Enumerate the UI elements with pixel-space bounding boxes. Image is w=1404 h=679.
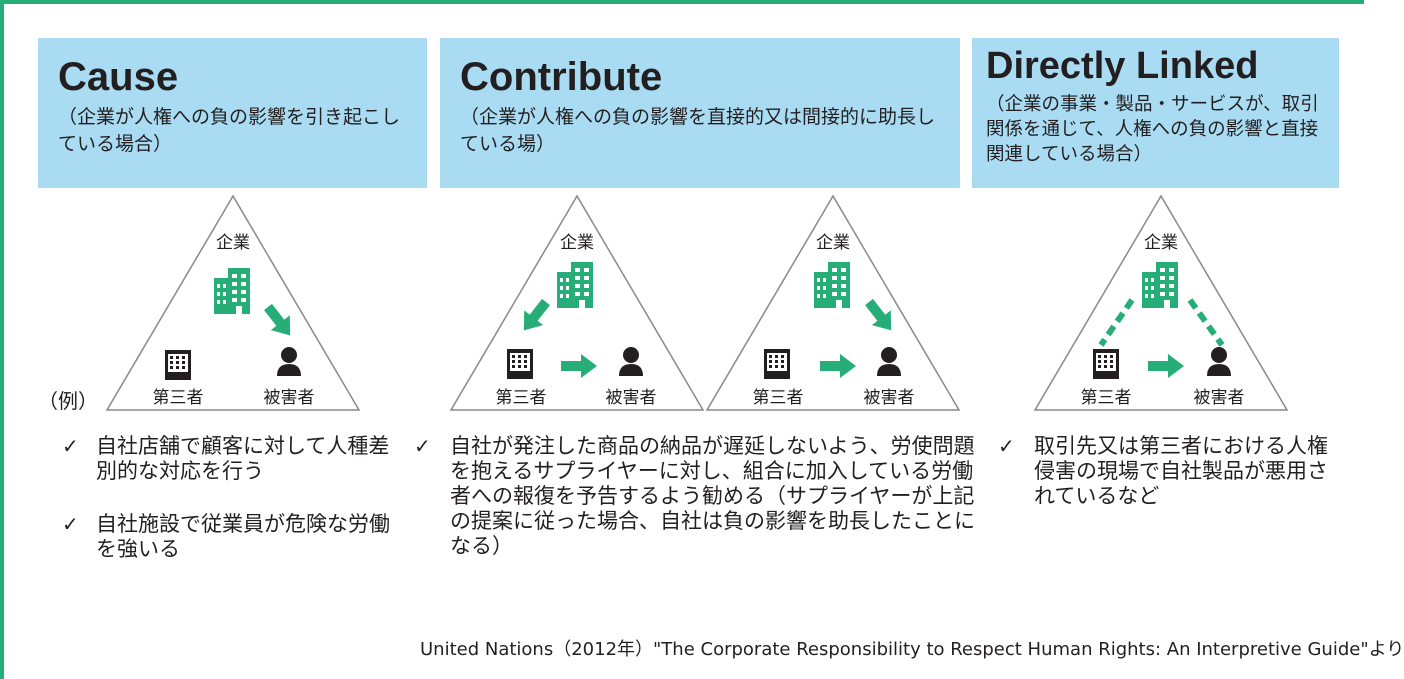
contribute1-company-label: 企業 [560, 233, 594, 253]
directly-linked-description: （企業の事業・製品・サービスが、取引関係を通じて、人権への負の影響と直接関連して… [986, 94, 1319, 165]
cause-example-1-text: 自社店舗で顧客に対して人種差別的な対応を行う [96, 434, 390, 483]
directly-linked-company-label: 企業 [1144, 233, 1178, 253]
directly-linked-third-party-label: 第三者 [1081, 388, 1132, 408]
contribute1-victim-label: 被害者 [606, 388, 657, 408]
cause-third-party-factory-icon [165, 350, 191, 380]
cause-third-party-label: 第三者 [153, 388, 204, 408]
check-icon: ✓ [998, 434, 1015, 458]
directly-linked-header: Directly Linked （企業の事業・製品・サービスが、取引関係を通じて… [972, 38, 1339, 188]
cause-description: （企業が人権への負の影響を引き起こしている場合） [58, 106, 401, 155]
contribute-title: Contribute [460, 55, 663, 99]
directly-linked-title: Directly Linked [986, 45, 1259, 87]
contribute-example-1-text: 自社が発注した商品の納品が遅延しないよう、労使問題を抱えるサプライヤーに対し、組… [450, 434, 975, 558]
check-icon: ✓ [414, 434, 431, 458]
green-frame [0, 0, 1364, 679]
cause-example-2-text: 自社施設で従業員が危険な労働を強いる [96, 512, 390, 561]
directly-linked-victim-label: 被害者 [1194, 388, 1245, 408]
cause-example-1: ✓ 自社店舗で顧客に対して人種差別的な対応を行う [62, 434, 392, 484]
contribute2-third-party-factory-icon [764, 349, 790, 379]
directly-linked-third-party-factory-icon [1093, 349, 1119, 379]
directly-linked-example-1-text: 取引先又は第三者における人権侵害の現場で自社製品が悪用されているなど [1034, 434, 1328, 508]
contribute1-third-party-label: 第三者 [496, 388, 547, 408]
contribute2-third-party-label: 第三者 [753, 388, 804, 408]
cause-company-label: 企業 [216, 233, 250, 253]
contribute2-company-label: 企業 [816, 233, 850, 253]
directly-linked-example-1: ✓ 取引先又は第三者における人権侵害の現場で自社製品が悪用されているなど [998, 434, 1338, 509]
cause-example-2: ✓ 自社施設で従業員が危険な労働を強いる [62, 512, 392, 562]
cause-title: Cause [58, 55, 179, 99]
check-icon: ✓ [62, 434, 79, 458]
directly-linked-dashed-left [1098, 298, 1135, 347]
directly-linked-dashed-right [1187, 298, 1225, 347]
contribute2-victim-label: 被害者 [864, 388, 915, 408]
cause-header: Cause （企業が人権への負の影響を引き起こしている場合） [38, 38, 427, 188]
contribute-example-1: ✓ 自社が発注した商品の納品が遅延しないよう、労使問題を抱えるサプライヤーに対し… [414, 434, 992, 559]
example-label: （例） [38, 389, 98, 413]
cause-victim-label: 被害者 [264, 388, 315, 408]
contribute-header: Contribute （企業が人権への負の影響を直接的又は間接的に助長している場… [440, 38, 960, 188]
relationship-diagrams: 企業 第三者 被害者 企業 第三者 被害者 企業 第三者 被害者 企業 第三者 … [105, 194, 1289, 411]
source-citation: United Nations（2012年）"The Corporate Resp… [420, 639, 1404, 660]
check-icon: ✓ [62, 512, 79, 536]
contribute1-third-party-factory-icon [507, 349, 533, 379]
contribute-description: （企業が人権への負の影響を直接的又は間接的に助長している場） [460, 106, 936, 155]
